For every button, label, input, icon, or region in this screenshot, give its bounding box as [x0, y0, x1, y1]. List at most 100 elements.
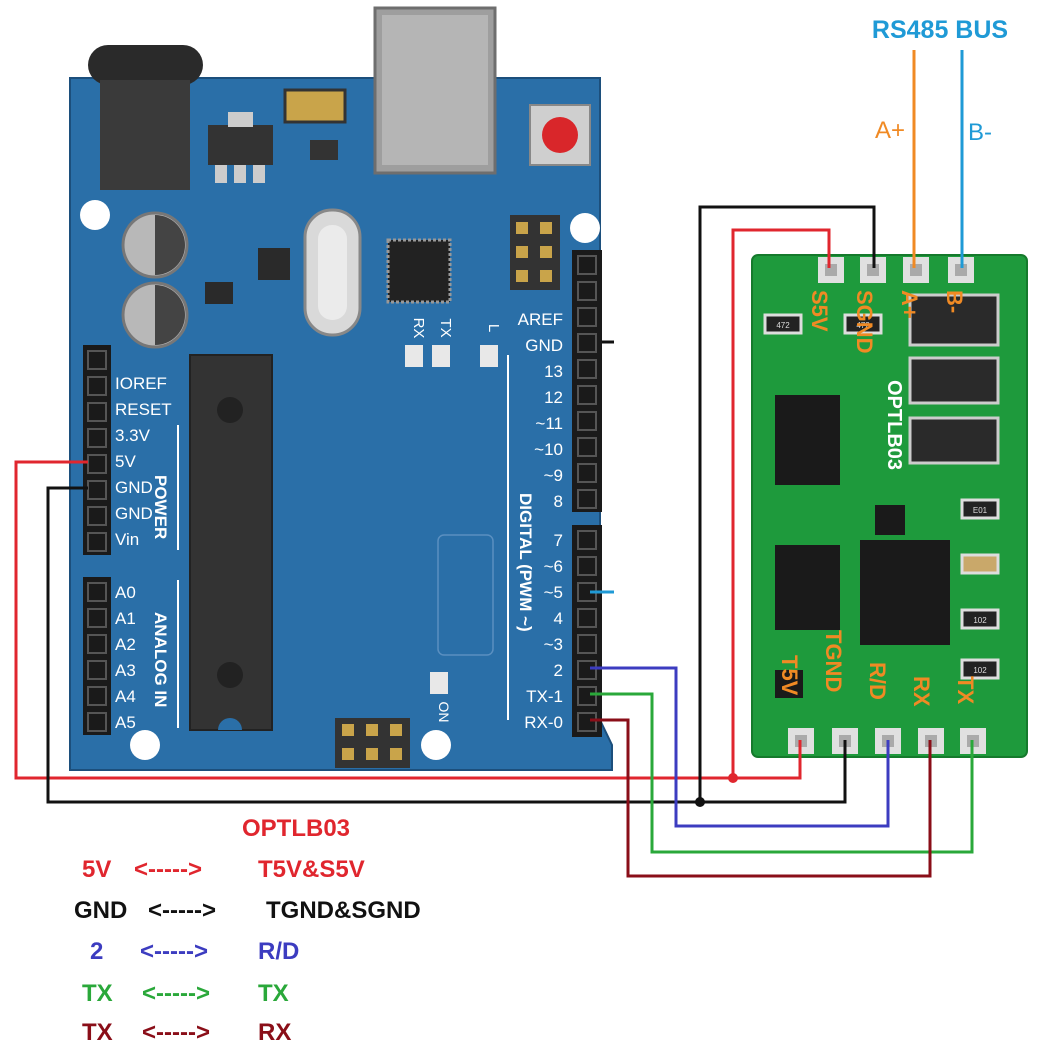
silkscreen-outline [437, 534, 494, 656]
resistor-code: 472 [856, 321, 870, 330]
module-bottom-pin-label-1: TGND [821, 630, 846, 692]
header-socket [87, 506, 107, 526]
tx-led [432, 345, 450, 367]
crystal-inner [318, 225, 347, 320]
junction-5v [728, 773, 738, 783]
header-socket [577, 463, 597, 483]
analog-pin-label-4: A4 [115, 687, 136, 706]
reset-button[interactable] [542, 117, 578, 153]
digital-pin-label-7: 8 [554, 492, 563, 511]
header-socket [577, 634, 597, 654]
header-socket [577, 333, 597, 353]
resistor-e01 [960, 498, 1000, 520]
power-jack [100, 80, 190, 190]
digital-pin-label-0: AREF [518, 310, 563, 329]
header-socket [577, 556, 597, 576]
resistor-code: 102 [973, 666, 987, 675]
wire-tx-to-tx [590, 692, 974, 854]
usb-port-inner [382, 15, 488, 165]
power-jack-top [88, 45, 203, 85]
rx-led-label: RX [410, 318, 427, 339]
digital-pin-label-0: 7 [554, 531, 563, 550]
chip-dot [217, 397, 243, 423]
rx-led [405, 345, 423, 367]
digital-pin-label-7: RX-0 [524, 713, 563, 732]
module-bottom-pin-label-0: T5V [777, 655, 802, 696]
digital-pin-label-5: 2 [554, 661, 563, 680]
header-socket [577, 255, 597, 275]
power-pin-label-4: GND [115, 478, 153, 497]
analog-pin-label-3: A3 [115, 661, 136, 680]
digital-pin-label-1: GND [525, 336, 563, 355]
header-socket [87, 608, 107, 628]
bus-a-label: A+ [875, 117, 905, 144]
header-socket [87, 634, 107, 654]
tx-led-label: TX [437, 318, 454, 337]
power-pin-label-6: Vin [115, 530, 139, 549]
header-socket [87, 480, 107, 500]
small-ic [258, 248, 290, 280]
header-socket [577, 437, 597, 457]
digital-pin-label-1: ~6 [544, 557, 563, 576]
bus-title: RS485 BUS [872, 16, 1008, 44]
header-socket [577, 686, 597, 706]
bus-b-label: B- [968, 119, 992, 146]
digital-pin-label-3: 4 [554, 609, 563, 628]
wire-5v-to-t5v [14, 460, 802, 780]
digital-pin-label-5: ~10 [534, 440, 563, 459]
optocoupler [775, 545, 840, 630]
wires [14, 50, 974, 878]
fuse [283, 88, 347, 124]
regulator-leg [215, 165, 227, 183]
wire-gnd-to-tgnd [46, 486, 847, 804]
power-pin-label-0: IOREF [115, 374, 167, 393]
wire-pin2-to-rd [590, 666, 890, 828]
capacitor-mark [155, 285, 185, 345]
tvs-diode [908, 416, 1000, 465]
resistor-code: 102 [973, 616, 987, 625]
chip-notch [218, 718, 242, 730]
header-socket [577, 281, 597, 301]
analog-title: ANALOG IN [151, 612, 170, 707]
digital-title: DIGITAL (PWM ~) [516, 493, 535, 632]
rs485-transceiver [860, 540, 950, 645]
module-bottom-labels: T5V TGND R/D RX TX [777, 630, 978, 707]
resistor-code: 472 [776, 321, 790, 330]
module-bottom-pin-label-4: TX [953, 676, 978, 704]
module-bottom-pin-label-3: RX [909, 676, 934, 707]
analog-pin-label-2: A2 [115, 635, 136, 654]
header-socket [87, 712, 107, 732]
smd-transistor [875, 505, 905, 535]
wire-5v-to-s5v [731, 228, 831, 778]
power-pin-label-1: RESET [115, 400, 172, 419]
header-socket [577, 307, 597, 327]
wire-gnd-to-sgnd [698, 205, 876, 802]
header-socket [577, 411, 597, 431]
header-socket [577, 712, 597, 732]
header-socket [577, 385, 597, 405]
capacitor-mark [155, 215, 185, 275]
usb-chip [386, 238, 452, 304]
pin-sockets [87, 255, 597, 732]
voltage-regulator [208, 125, 273, 165]
module-bottom-pin-label-2: R/D [865, 662, 890, 700]
digital-pin-label-4: ~3 [544, 635, 563, 654]
resistor-102 [960, 658, 1000, 680]
header-socket [577, 489, 597, 509]
regulator-leg [234, 165, 246, 183]
header-socket [577, 608, 597, 628]
on-led [430, 672, 448, 694]
smd-diode [205, 282, 233, 304]
tvs-diode [908, 293, 1000, 347]
junction-gnd [695, 797, 705, 807]
header-socket [87, 686, 107, 706]
header-socket [87, 454, 107, 474]
header-socket [577, 660, 597, 680]
mount-hole [80, 200, 110, 230]
mount-hole [130, 730, 160, 760]
